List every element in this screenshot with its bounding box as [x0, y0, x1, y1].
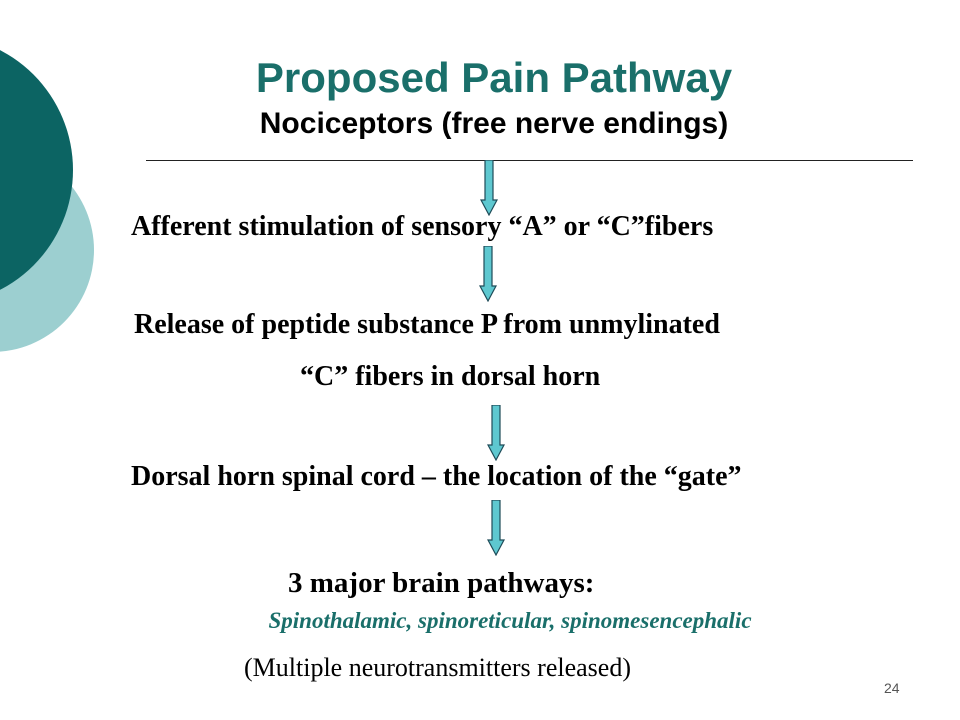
down-arrow-icon: [487, 405, 505, 461]
decorative-circles: [0, 50, 94, 352]
title-divider: [146, 160, 913, 161]
slide-title: Proposed Pain Pathway: [255, 54, 733, 101]
page-number: 24: [884, 680, 900, 696]
down-arrow-icon: [480, 160, 498, 216]
step-brain-pathways: 3 major brain pathways:: [288, 567, 595, 599]
step-dorsal-horn-gate: Dorsal horn spinal cord – the location o…: [131, 461, 742, 492]
step-substance-p-line2: “C” fibers in dorsal horn: [300, 361, 601, 392]
neurotransmitter-note: (Multiple neurotransmitters released): [244, 653, 631, 682]
down-arrow-icon: [487, 500, 505, 556]
decorative-circle-dark: [0, 50, 73, 290]
slide-subtitle: Nociceptors (free nerve endings): [259, 107, 729, 140]
step-afferent-stimulation: Afferent stimulation of sensory “A” or “…: [131, 211, 714, 242]
pathway-names: Spinothalamic, spinoreticular, spinomese…: [268, 608, 752, 633]
down-arrow-icon: [479, 246, 497, 302]
step-substance-p-line1: Release of peptide substance P from unmy…: [134, 309, 720, 340]
